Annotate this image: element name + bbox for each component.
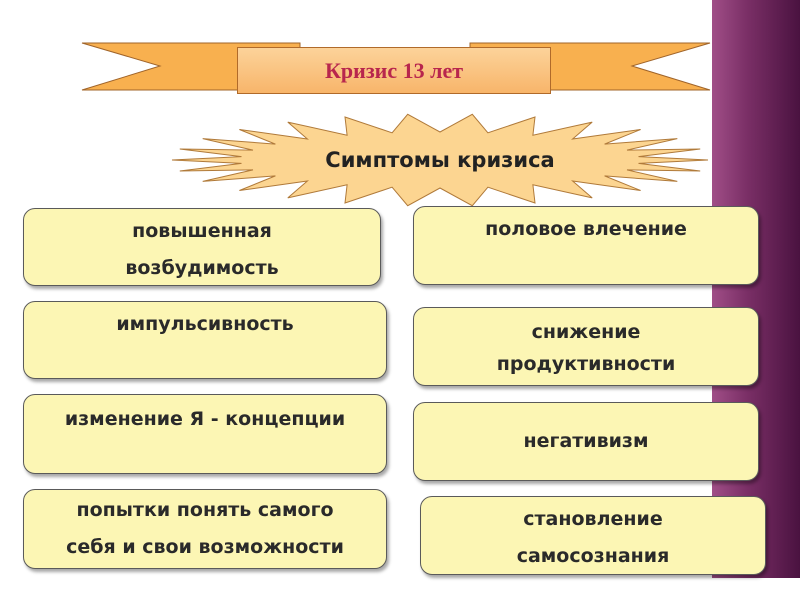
page-title: Кризис 13 лет: [324, 57, 464, 83]
title-banner: Кризис 13 лет: [237, 47, 551, 94]
symptom-text: попытки понять самого: [76, 499, 334, 521]
symptom-card-left-1: повышенная возбудимость: [23, 208, 381, 286]
symptom-text: возбудимость: [125, 257, 279, 279]
symptom-text: становление: [523, 508, 663, 530]
symptom-text: импульсивность: [116, 313, 294, 335]
symptom-text: себя и свои возможности: [66, 536, 344, 558]
symptom-card-right-4: становление самосознания: [420, 496, 766, 575]
symptom-text: продуктивности: [496, 353, 676, 375]
symptom-text: изменение Я - концепции: [64, 408, 346, 430]
symptom-text: половое влечение: [485, 218, 687, 240]
subtitle: Симптомы кризиса: [325, 148, 555, 172]
symptom-text: самосознания: [516, 545, 670, 567]
symptom-text: повышенная: [132, 220, 272, 242]
symptom-card-right-2: снижение продуктивности: [413, 307, 759, 386]
symptom-card-left-4: попытки понять самого себя и свои возмож…: [23, 489, 387, 569]
side-decor-band-gap: [712, 578, 800, 600]
symptom-card-left-3: изменение Я - концепции: [23, 394, 387, 474]
symptom-card-left-2: импульсивность: [23, 301, 387, 379]
starburst-shape: [171, 113, 709, 207]
symptom-text: негативизм: [523, 430, 649, 452]
symptom-text: снижение: [531, 321, 641, 343]
symptom-card-right-3: негативизм: [413, 402, 759, 481]
symptom-card-right-1: половое влечение: [413, 206, 759, 285]
